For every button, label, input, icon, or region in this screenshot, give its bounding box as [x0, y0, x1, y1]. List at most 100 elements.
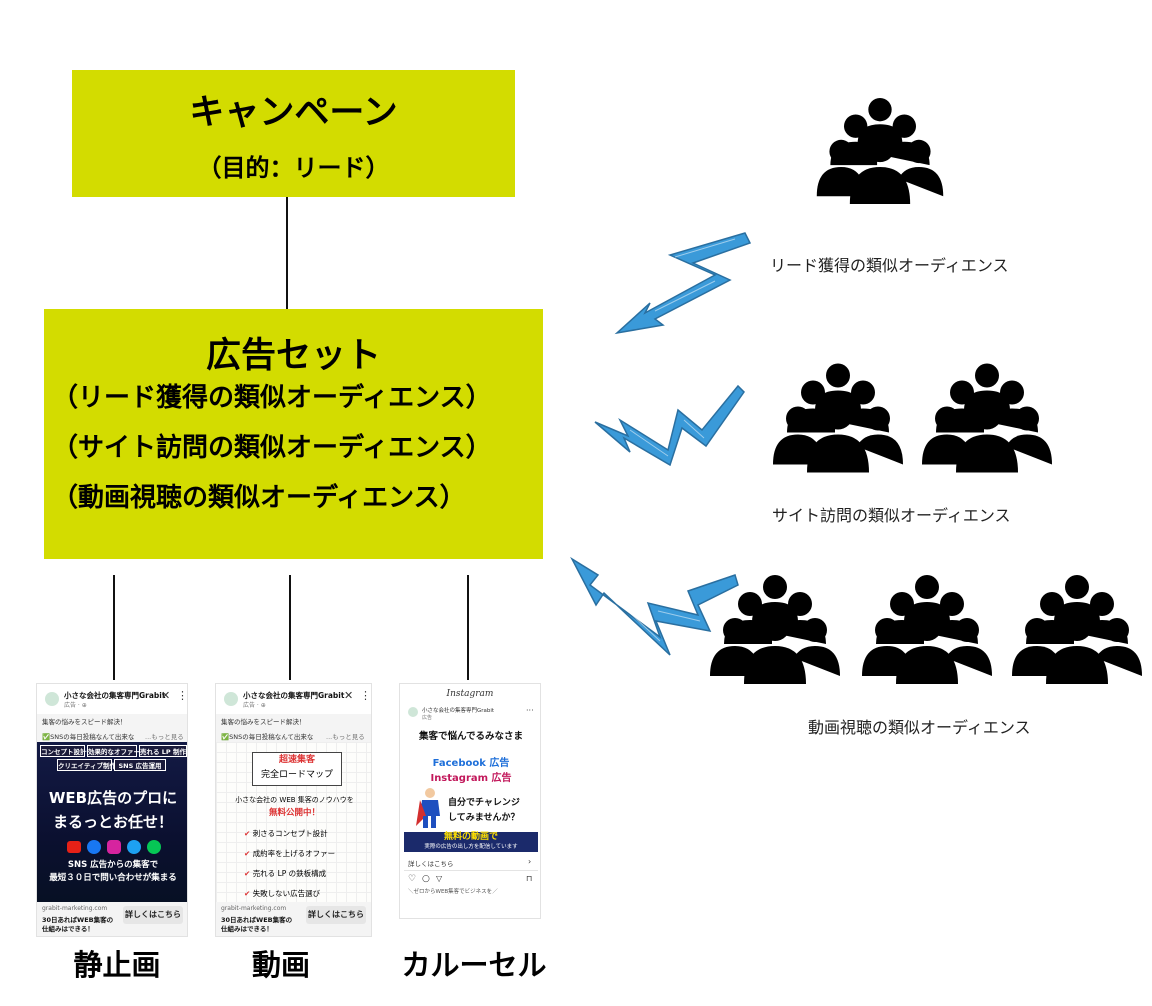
post-text: ✅SNSの毎日投稿なんて出来な — [42, 733, 135, 741]
line-icon — [147, 840, 161, 854]
account-name: 小さな会社の集客専門Grabit — [243, 691, 345, 700]
comment-icon[interactable]: ○ — [422, 874, 430, 884]
carousel-slide: 集客で悩んでるみなさま Facebook 広告 Instagram 広告 自分で… — [404, 724, 538, 852]
sponsored-label: 広告 · ⊕ — [64, 702, 87, 709]
audience-label: サイト訪問の類似オーディエンス — [772, 506, 1011, 525]
adset-audience-line: （サイト訪問の類似オーディエンス） — [52, 433, 492, 463]
arrow-icon — [570, 556, 739, 656]
avatar — [224, 692, 238, 706]
see-more-link[interactable]: ...もっと見る — [326, 733, 365, 741]
feature-tag: コンセプト設計 — [40, 745, 87, 757]
link-domain: grabit-marketing.com — [42, 905, 108, 912]
slide-heading: 集客で悩んでるみなさま — [418, 731, 524, 742]
checklist-item: ✔ 刺さるコンセプト設計 — [244, 829, 328, 838]
account-name: 小さな会社の集客専門Grabit — [64, 691, 166, 700]
creative-static-mockup: 小さな会社の集客専門Grabit 広告 · ⊕ ✕ ⋮ 集客の悩みをスピード解決… — [36, 683, 188, 937]
cta-link[interactable]: 詳しくはこちら — [408, 860, 454, 868]
video-frame: 超速集客 完全ロードマップ 小さな会社の WEB 集客のノウハウを 無料公開中！… — [216, 742, 371, 902]
slide-banner-sub: 実際の広告の出し方を配信しています — [424, 844, 518, 850]
post-headline: 集客の悩みをスピード解決！ — [221, 718, 306, 726]
link-caption: 仕組みはできる！ — [42, 925, 94, 933]
ad-banner: コンセプト設計 効果的なオファー 売れる LP 制作 クリエイティブ制作 SNS… — [37, 742, 187, 902]
roadmap-title: 完全ロードマップ — [260, 770, 333, 780]
roadmap-intro: 無料公開中！ — [268, 808, 320, 818]
arrow-icon — [614, 232, 752, 335]
more-icon[interactable]: ⋮ — [360, 689, 371, 702]
youtube-icon — [67, 841, 81, 853]
audience-group-icon — [773, 360, 903, 475]
slide-challenge: 自分でチャレンジ — [448, 798, 520, 808]
feature-tag: SNS 広告運用 — [114, 759, 166, 771]
creative-carousel-mockup: Instagram 小さな会社の集客専門Grabit 広告 ··· 集客で悩んで… — [399, 683, 541, 919]
avatar — [45, 692, 59, 706]
link-caption: 30日あればWEB集客の — [221, 916, 293, 924]
creative-label: カルーセル — [401, 948, 547, 982]
check-icon: ✔ — [244, 829, 251, 838]
adset-audience-line: （動画視聴の類似オーディエンス） — [52, 483, 466, 513]
creative-connector — [467, 575, 469, 680]
banner-subline: SNS 広告からの集客で — [67, 860, 159, 870]
cta-button[interactable]: 詳しくはこちら — [306, 906, 366, 924]
chevron-right-icon[interactable]: › — [528, 857, 532, 866]
audience-group-icon — [862, 573, 992, 685]
audience-label: 動画視聴の類似オーディエンス — [808, 718, 1031, 737]
sponsored-label: 広告 — [422, 715, 433, 721]
feature-tag: クリエイティブ制作 — [57, 759, 116, 771]
post-caption: ＼ゼロからWEB集客でビジネスを／ — [408, 889, 498, 895]
arrow-icon — [594, 384, 745, 467]
banner-headline: まるっとお任せ！ — [52, 813, 173, 831]
slide-challenge: してみませんか？ — [448, 813, 520, 823]
bookmark-icon[interactable]: ⊓ — [526, 874, 533, 883]
audience-group-icon — [815, 97, 945, 204]
post-header — [216, 684, 371, 714]
heart-icon[interactable]: ♡ — [408, 874, 417, 884]
creative-connector — [113, 575, 115, 680]
check-icon: ✔ — [244, 849, 251, 858]
checklist-item: ✔ 売れる LP の鉄板構成 — [244, 869, 327, 878]
account-name: 小さな会社の集客専門Grabit — [422, 708, 495, 714]
campaign-objective: （目的：リード） — [197, 154, 390, 182]
campaign-box: キャンペーン （目的：リード） — [72, 70, 515, 197]
creative-label: 静止画 — [73, 948, 161, 982]
check-icon: ✔ — [244, 869, 251, 878]
facebook-icon — [87, 840, 101, 854]
close-icon[interactable]: ✕ — [344, 689, 354, 702]
feature-tag: 売れる LP 制作 — [139, 745, 187, 757]
banner-subline: 最短３０日で問い合わせが集まる — [49, 873, 177, 883]
close-icon[interactable]: ✕ — [161, 689, 171, 702]
checklist-item: ✔ 成約率を上げるオファー — [244, 849, 336, 858]
cta-button[interactable]: 詳しくはこちら — [123, 906, 183, 924]
creative-video-mockup: 小さな会社の集客専門Grabit 広告 · ⊕ ✕ ⋮ 集客の悩みをスピード解決… — [215, 683, 372, 937]
avatar — [408, 707, 418, 717]
banner-headline: WEB広告のプロに — [48, 789, 178, 807]
more-icon[interactable]: ⋮ — [177, 689, 188, 702]
campaign-connector — [286, 197, 288, 309]
slide-line: Facebook 広告 — [432, 758, 510, 769]
feature-tag: 効果的なオファー — [87, 745, 140, 757]
app-logo: Instagram — [446, 689, 494, 699]
adset-audience-line: （リード獲得の類似オーディエンス） — [52, 383, 492, 413]
superhero-icon — [416, 788, 440, 828]
link-caption: 30日あればWEB集客の — [42, 916, 114, 924]
social-icons-row — [67, 840, 161, 854]
audience-label: リード獲得の類似オーディエンス — [770, 256, 1009, 275]
adset-box: 広告セット （リード獲得の類似オーディエンス） （サイト訪問の類似オーディエンス… — [44, 309, 543, 559]
see-more-link[interactable]: ...もっと見る — [145, 733, 184, 741]
link-caption: 仕組みはできる！ — [221, 925, 273, 933]
slide-banner: 無料の動画で — [443, 832, 498, 842]
twitter-icon — [127, 840, 141, 854]
creative-label: 動画 — [251, 948, 310, 982]
post-header — [37, 684, 187, 714]
divider — [404, 870, 538, 871]
sponsored-label: 広告 · ⊕ — [243, 702, 266, 709]
audience-group-icon — [922, 360, 1052, 475]
post-text: ✅SNSの毎日投稿なんて出来な — [221, 733, 314, 741]
link-domain: grabit-marketing.com — [221, 905, 287, 912]
post-headline: 集客の悩みをスピード解決！ — [42, 718, 127, 726]
slide-line: Instagram 広告 — [430, 773, 512, 784]
campaign-title: キャンペーン — [189, 93, 398, 133]
roadmap-title: 超速集客 — [278, 755, 315, 765]
share-icon[interactable]: ▽ — [436, 874, 443, 883]
more-icon[interactable]: ··· — [526, 706, 534, 715]
instagram-icon — [107, 840, 121, 854]
